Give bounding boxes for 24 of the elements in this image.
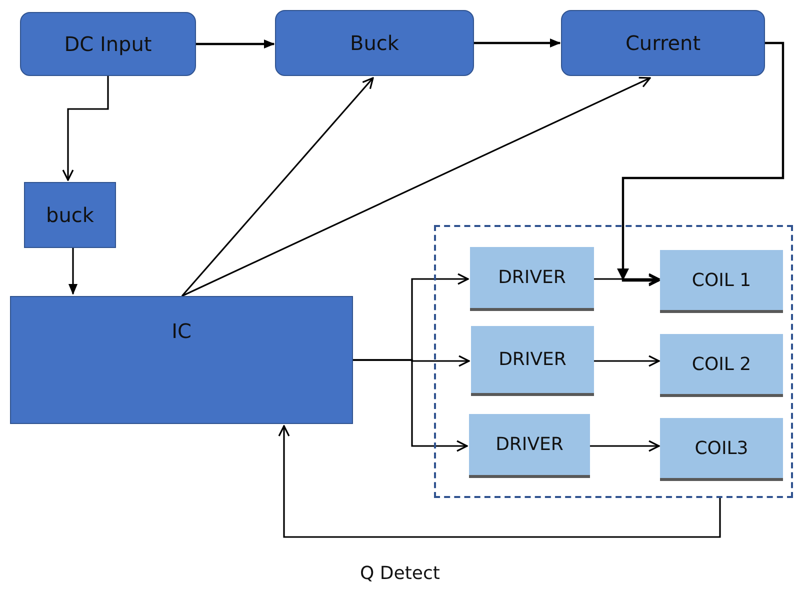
node-label: DRIVER xyxy=(498,267,566,288)
block-box xyxy=(471,326,594,396)
node-label: Current xyxy=(625,31,701,55)
process-box xyxy=(10,296,353,424)
node-label: COIL3 xyxy=(694,438,748,458)
node-label: DRIVER xyxy=(498,349,566,370)
process-box xyxy=(20,12,196,76)
process-box xyxy=(275,10,474,76)
group-frame xyxy=(434,225,793,498)
process-box xyxy=(561,10,765,76)
node-label: COIL 1 xyxy=(692,270,752,290)
process-box xyxy=(24,182,116,248)
node-label: COIL 2 xyxy=(692,354,752,374)
block-box xyxy=(469,414,590,478)
block-box xyxy=(660,250,783,313)
block-box xyxy=(470,247,594,311)
edge-label: Q Detect xyxy=(360,563,440,584)
block-box xyxy=(660,418,783,481)
node-label: buck xyxy=(46,203,94,227)
node-label: DRIVER xyxy=(496,434,564,455)
node-label: IC xyxy=(172,319,192,343)
node-label: Buck xyxy=(350,31,399,55)
block-box xyxy=(660,334,783,397)
node-label: DC Input xyxy=(64,32,152,56)
